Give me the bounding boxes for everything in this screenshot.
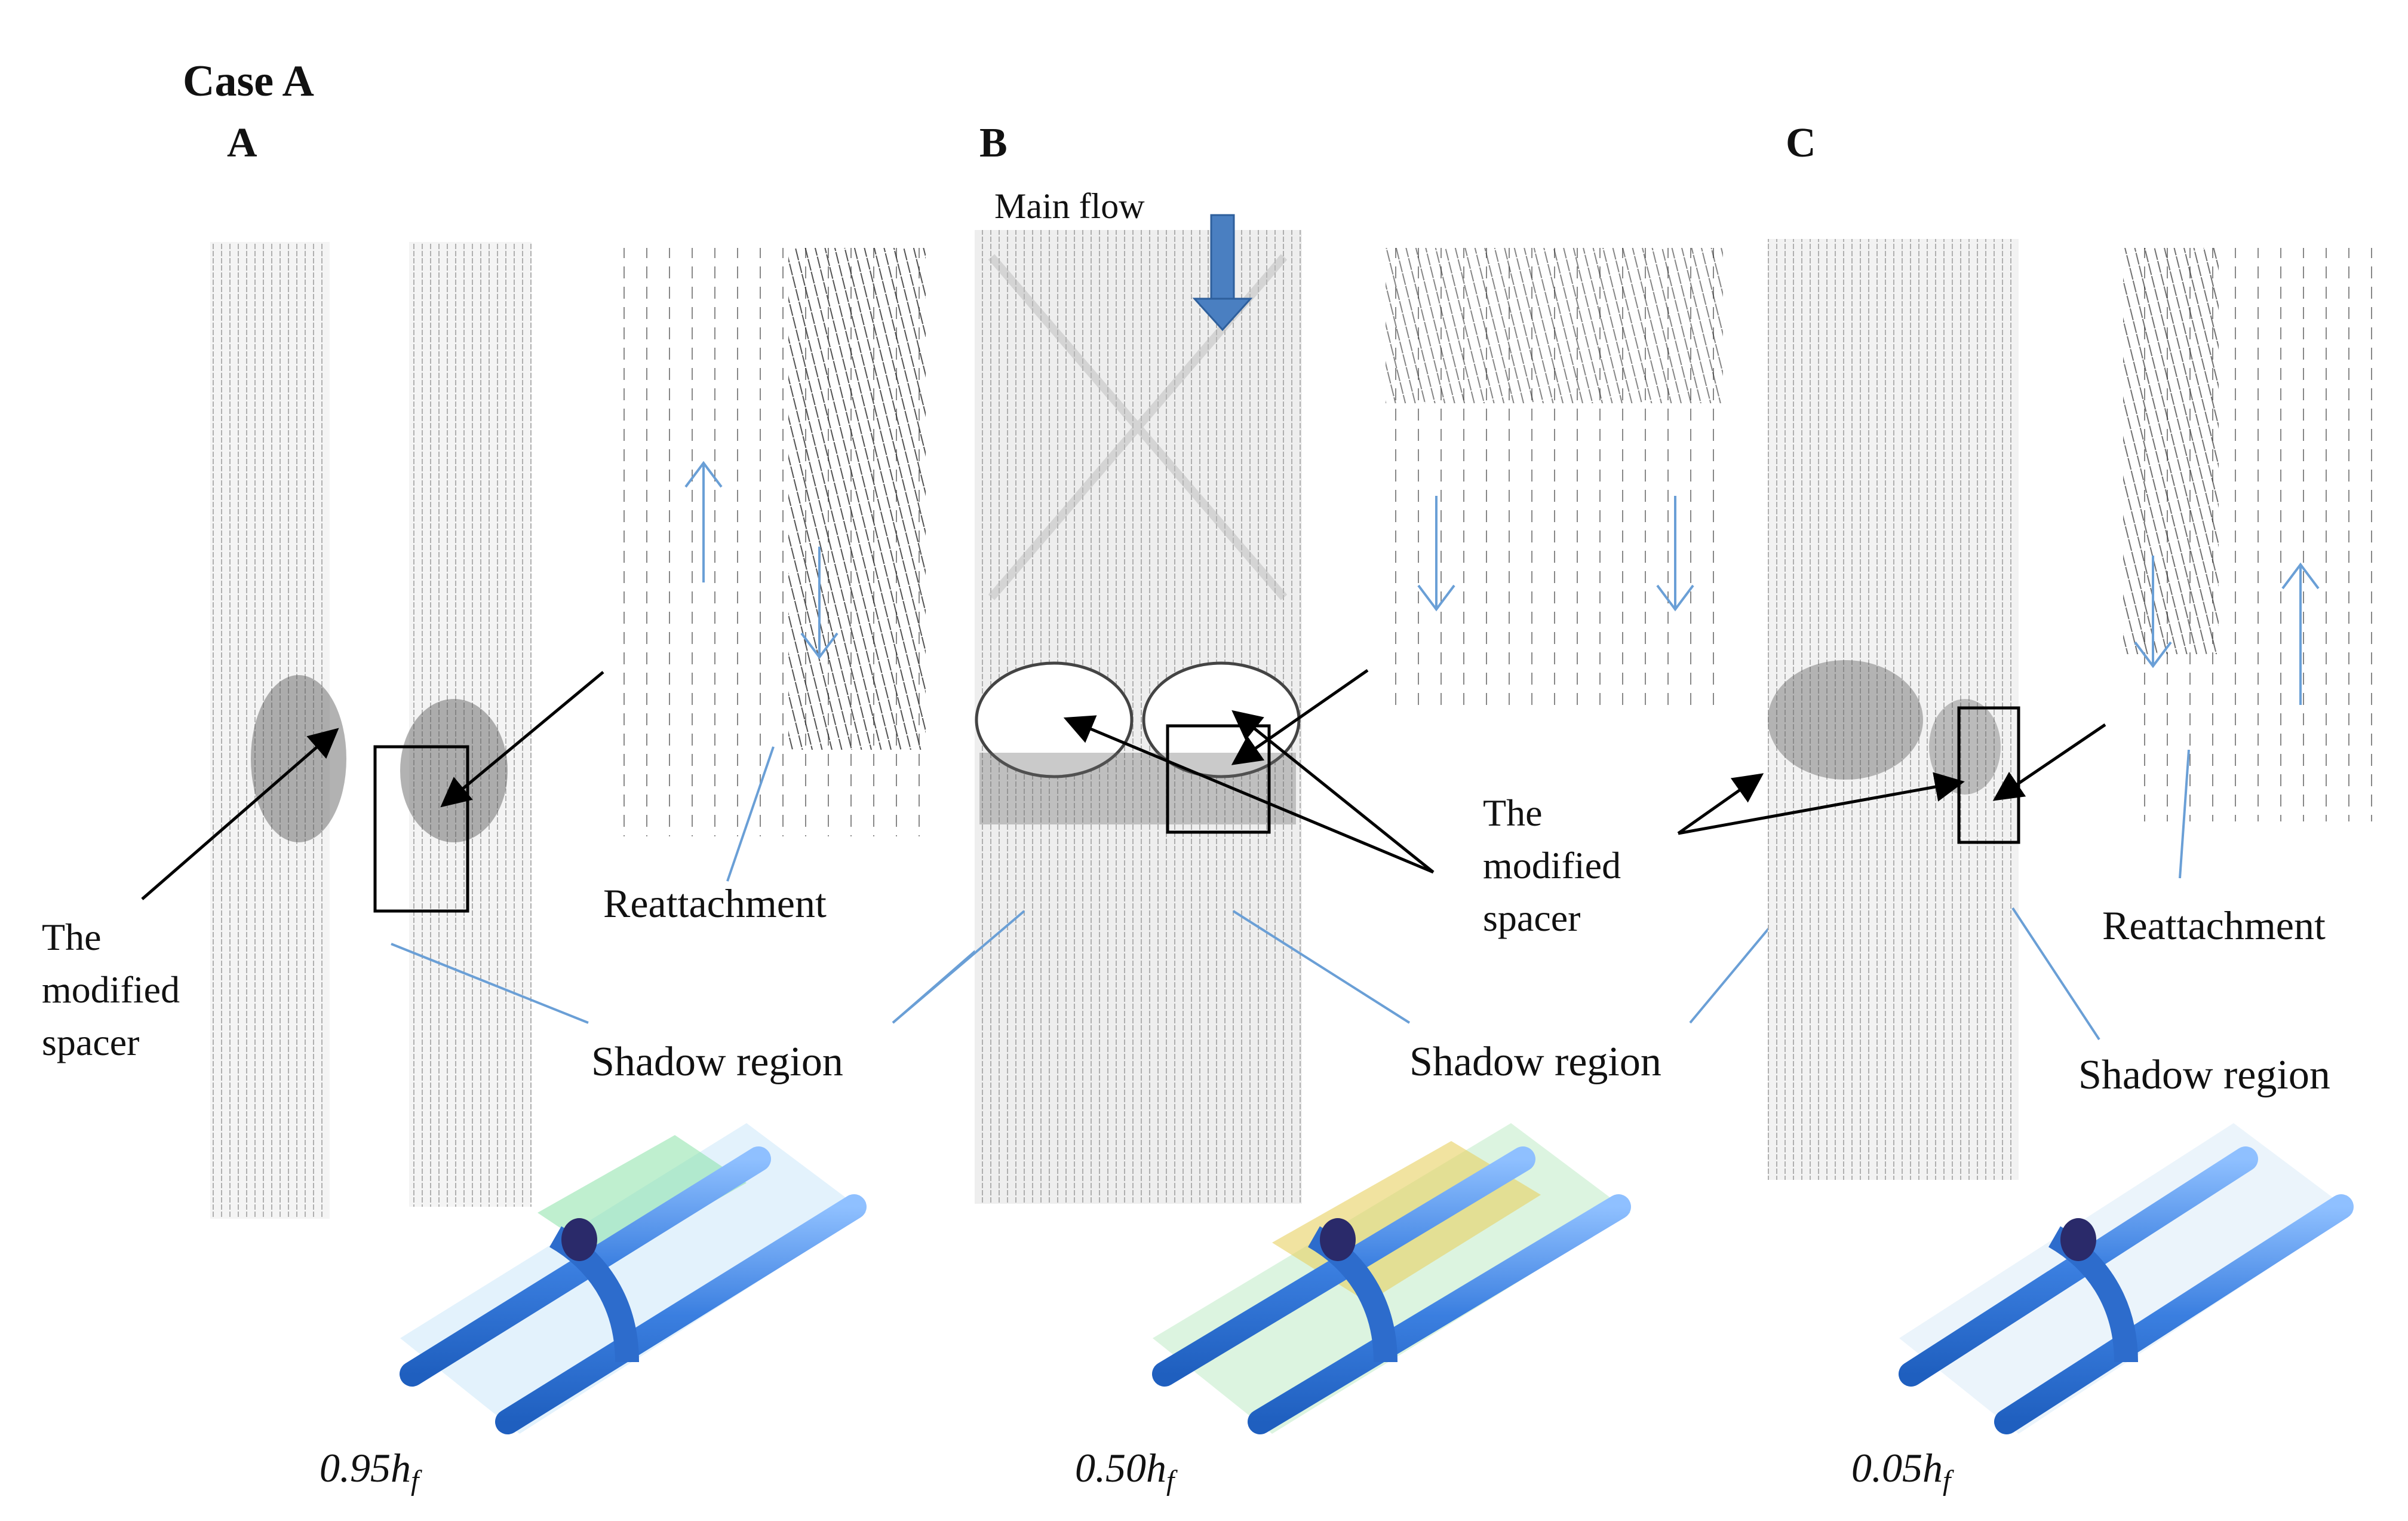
panel-a: A: [42, 120, 1022, 1497]
main-flow-arrow: [1192, 214, 1253, 332]
main-flow-label: Main flow: [994, 186, 1145, 226]
panel-a-zoom-vector-field: [615, 248, 926, 836]
panel-b-shadow-leader-left: [892, 910, 1025, 1024]
panel-a-reattachment-label: Reattachment: [603, 881, 827, 926]
panel-c-upward-flow-arrow: [2281, 562, 2320, 705]
panel-b-downward-flow-arrow-right: [1656, 496, 1694, 612]
panel-a-spacer-3d-inset: [400, 1123, 867, 1434]
panel-a-reattachment-leader: [726, 746, 775, 882]
panel-b-spacer-label: The modified spacer: [1483, 792, 1630, 939]
panel-c-zoom-pointer-arrow: [1992, 723, 2106, 801]
panel-a-spacer-label-line2: modified: [42, 968, 180, 1011]
panel-c-reattachment-leader: [2179, 749, 2190, 879]
panel-c-letter: C: [1786, 120, 1816, 166]
panel-c: C Reattachment Shadow: [1677, 120, 2380, 1497]
panel-a-velocity-field-right: [400, 242, 532, 1207]
panel-b-spacer-label-line1: The: [1483, 792, 1543, 834]
panel-b-spacer-label-line2: modified: [1483, 844, 1621, 887]
panel-a-spacer-label-line3: spacer: [42, 1021, 139, 1063]
panel-b-downward-flow-arrow-left: [1417, 496, 1455, 612]
panel-b-spacer-pointer-left: [1063, 715, 1434, 874]
figure-title: Case A: [183, 57, 314, 106]
panel-a-shadow-label: Shadow region: [591, 1039, 843, 1085]
panel-a-downward-flow-arrow: [800, 547, 838, 660]
panel-c-zoom-vector-field: [2123, 248, 2380, 821]
panel-a-spacer-label-line1: The: [42, 916, 102, 958]
panel-a-zoom-pointer-arrow: [440, 671, 604, 808]
panel-b-shadow-leader-right: [1232, 910, 1411, 1024]
panel-a-letter: A: [227, 120, 257, 166]
panel-b-zoom-vector-field: [1386, 248, 1723, 711]
panel-b-velocity-field: [975, 230, 1302, 1204]
panel-b: B Main flow: [892, 120, 1787, 1497]
panel-b-spacer-3d-inset: [1152, 1123, 1631, 1434]
panel-c-downward-flow-arrow: [2134, 556, 2172, 668]
panel-b-spacer-pointer-right: [1231, 710, 1435, 873]
panel-c-height-label: 0.05hf: [1851, 1445, 1954, 1497]
panel-c-shadow-label: Shadow region: [2078, 1052, 2330, 1098]
panel-b-height-label: 0.50hf: [1075, 1445, 1178, 1497]
panel-c-spacer-pointer-lower: [1678, 772, 1965, 835]
panel-a-height-label: 0.95hf: [320, 1445, 422, 1497]
panel-a-upward-flow-arrow: [684, 461, 723, 582]
panel-b-zoom-box: [1166, 724, 1271, 834]
panel-b-zoom-pointer-arrow: [1231, 668, 1369, 765]
panel-c-reattachment-label: Reattachment: [2102, 903, 2326, 948]
panel-b-spacer-label-line3: spacer: [1483, 897, 1580, 939]
panel-a-spacer-label: The modified spacer: [42, 916, 189, 1063]
panel-b-shadow-label: Shadow region: [1409, 1039, 1661, 1085]
panel-a-velocity-field-left: [210, 242, 346, 1219]
panel-a-shadow-leader-left: [391, 943, 589, 1024]
panel-a-spacer-pointer-arrow: [141, 728, 339, 900]
panel-b-letter: B: [979, 120, 1008, 166]
panel-a-zoom-box: [373, 745, 469, 913]
panel-c-spacer-pointer-upper: [1677, 773, 1764, 835]
panel-c-spacer-3d-inset: [1899, 1123, 2354, 1434]
panel-c-shadow-leader: [2011, 907, 2100, 1041]
